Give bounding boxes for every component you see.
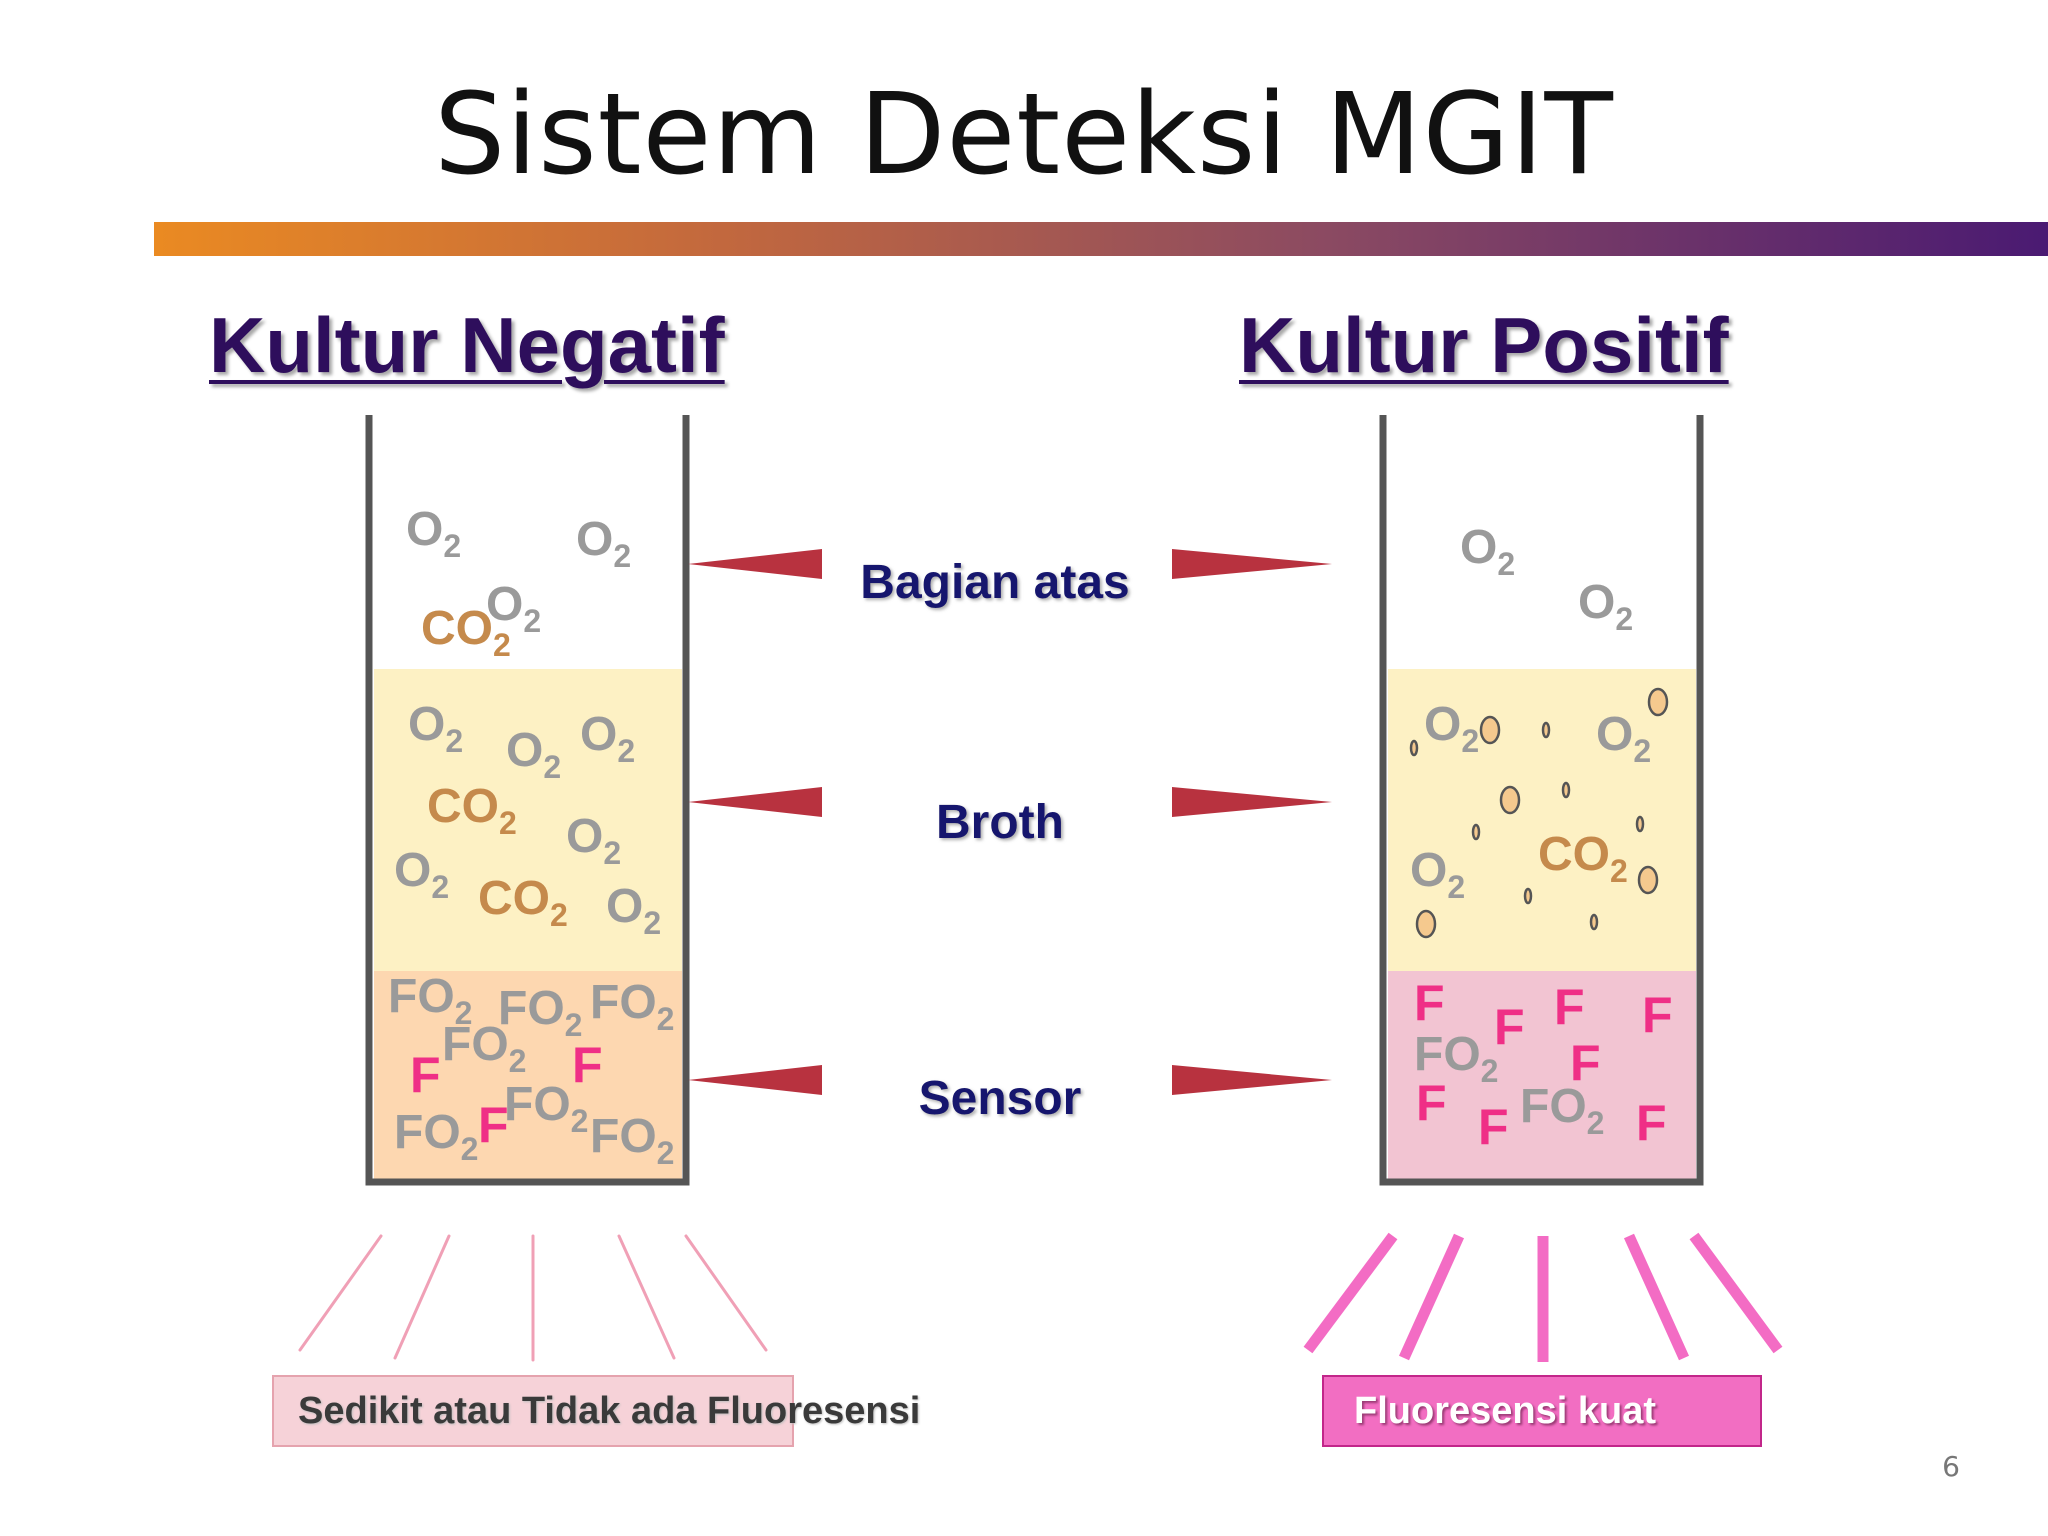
zone-label-sensor: Sensor [919,1072,1082,1125]
quenched-fluorophore-label: FO2 [394,1106,478,1167]
tube-positive [1379,415,1704,1186]
pointers [688,549,1332,1095]
bubble [1635,815,1645,833]
quenched-fluorophore-label: FO2 [590,976,674,1037]
ray [1303,1232,1398,1354]
tube-wall-negative [365,415,690,1186]
rays-strong [1303,1232,1783,1362]
fluorophore-label: F [1636,1095,1667,1151]
o2-label: O2 [394,844,449,905]
pointer-right-headspace [1172,549,1332,579]
quenched-fluorophore-label: FO2 [1520,1080,1604,1141]
pointer-left-broth [688,787,822,817]
fluorophore-label: F [410,1047,441,1103]
fluorophore-label: F [572,1037,603,1093]
quenched-fluorophore-label: FO2 [504,1078,588,1139]
bubble [1637,865,1659,895]
quenched-fluorophore-label: FO2 [388,970,472,1031]
o2-label: O2 [576,513,631,574]
o2-label: O2 [408,698,463,759]
quenched-fluorophore-label: FO2 [1414,1028,1498,1089]
quenched-fluorophore-label: FO2 [590,1110,674,1171]
co2-label: CO2 [1538,828,1628,889]
bubble [1647,687,1669,717]
sensor-layer-positive [1388,971,1696,1182]
o2-label: O2 [606,880,661,941]
co2-label: CO2 [427,780,517,841]
fluorophore-label: F [478,1097,509,1153]
heading-negative-culture: Kultur Negatif [209,301,725,389]
fluorophore-label: F [1414,975,1445,1031]
ray [1398,1233,1465,1361]
slide-title: Sistem Deteksi MGIT [434,70,1614,200]
zone-label-headspace: Bagian atas [860,556,1129,609]
fluorophore-label: F [1416,1075,1447,1131]
ray [617,1234,676,1360]
bubble [1409,739,1419,757]
fluorophore-label: F [1642,987,1673,1043]
quenched-fluorophore-label: FO2 [442,1018,526,1079]
rays-weak [298,1234,768,1362]
title-accent-bar [154,222,2048,256]
bubble [1523,887,1533,905]
result-label-negative: Sedikit atau Tidak ada Fluoresensi [272,1375,920,1447]
ray [684,1234,768,1352]
fluorophore-label: F [1554,979,1585,1035]
pointer-left-headspace [688,549,822,579]
bubble [1479,715,1501,745]
quenched-fluorophore-label: FO2 [498,982,582,1043]
page-number: 6 [1942,1450,1960,1483]
ray [1689,1232,1783,1354]
o2-label: O2 [580,708,635,769]
bubble [1471,823,1481,841]
headspace-negative [374,415,682,669]
broth-layer-positive [1388,669,1696,971]
tube-negative [365,415,690,1186]
ray [393,1234,451,1360]
bubble [1589,913,1599,931]
bubble [1541,721,1551,739]
broth-layer-negative [374,669,682,971]
bubble [1499,785,1521,815]
fluorophore-label: F [1570,1035,1601,1091]
fluorophore-label: F [1478,1099,1509,1155]
bubbles-positive-broth [1409,687,1669,939]
o2-label: O2 [1578,576,1633,637]
ray [298,1234,383,1352]
co2-label: CO2 [421,602,511,663]
tube-wall-positive [1379,415,1704,1186]
o2-label: O2 [1460,521,1515,582]
o2-label: O2 [1596,708,1651,769]
pointer-right-sensor [1172,1065,1332,1095]
pointer-left-sensor [688,1065,822,1095]
o2-label: O2 [406,503,461,564]
heading-positive-culture: Kultur Positif [1239,301,1729,389]
bubble [1561,781,1571,799]
pointer-right-broth [1172,787,1332,817]
o2-label: O2 [506,724,561,785]
ray [1623,1233,1690,1361]
co2-label: CO2 [478,872,568,933]
o2-label: O2 [1424,698,1479,759]
result-label-positive: Fluoresensi kuat [1322,1375,1762,1447]
o2-label: O2 [486,578,541,639]
headspace-positive [1388,415,1696,669]
zone-label-broth: Broth [936,796,1064,849]
bubble [1415,909,1437,939]
o2-label: O2 [1410,844,1465,905]
fluorophore-label: F [1494,999,1525,1055]
o2-label: O2 [566,810,621,871]
sensor-layer-negative [374,971,682,1182]
